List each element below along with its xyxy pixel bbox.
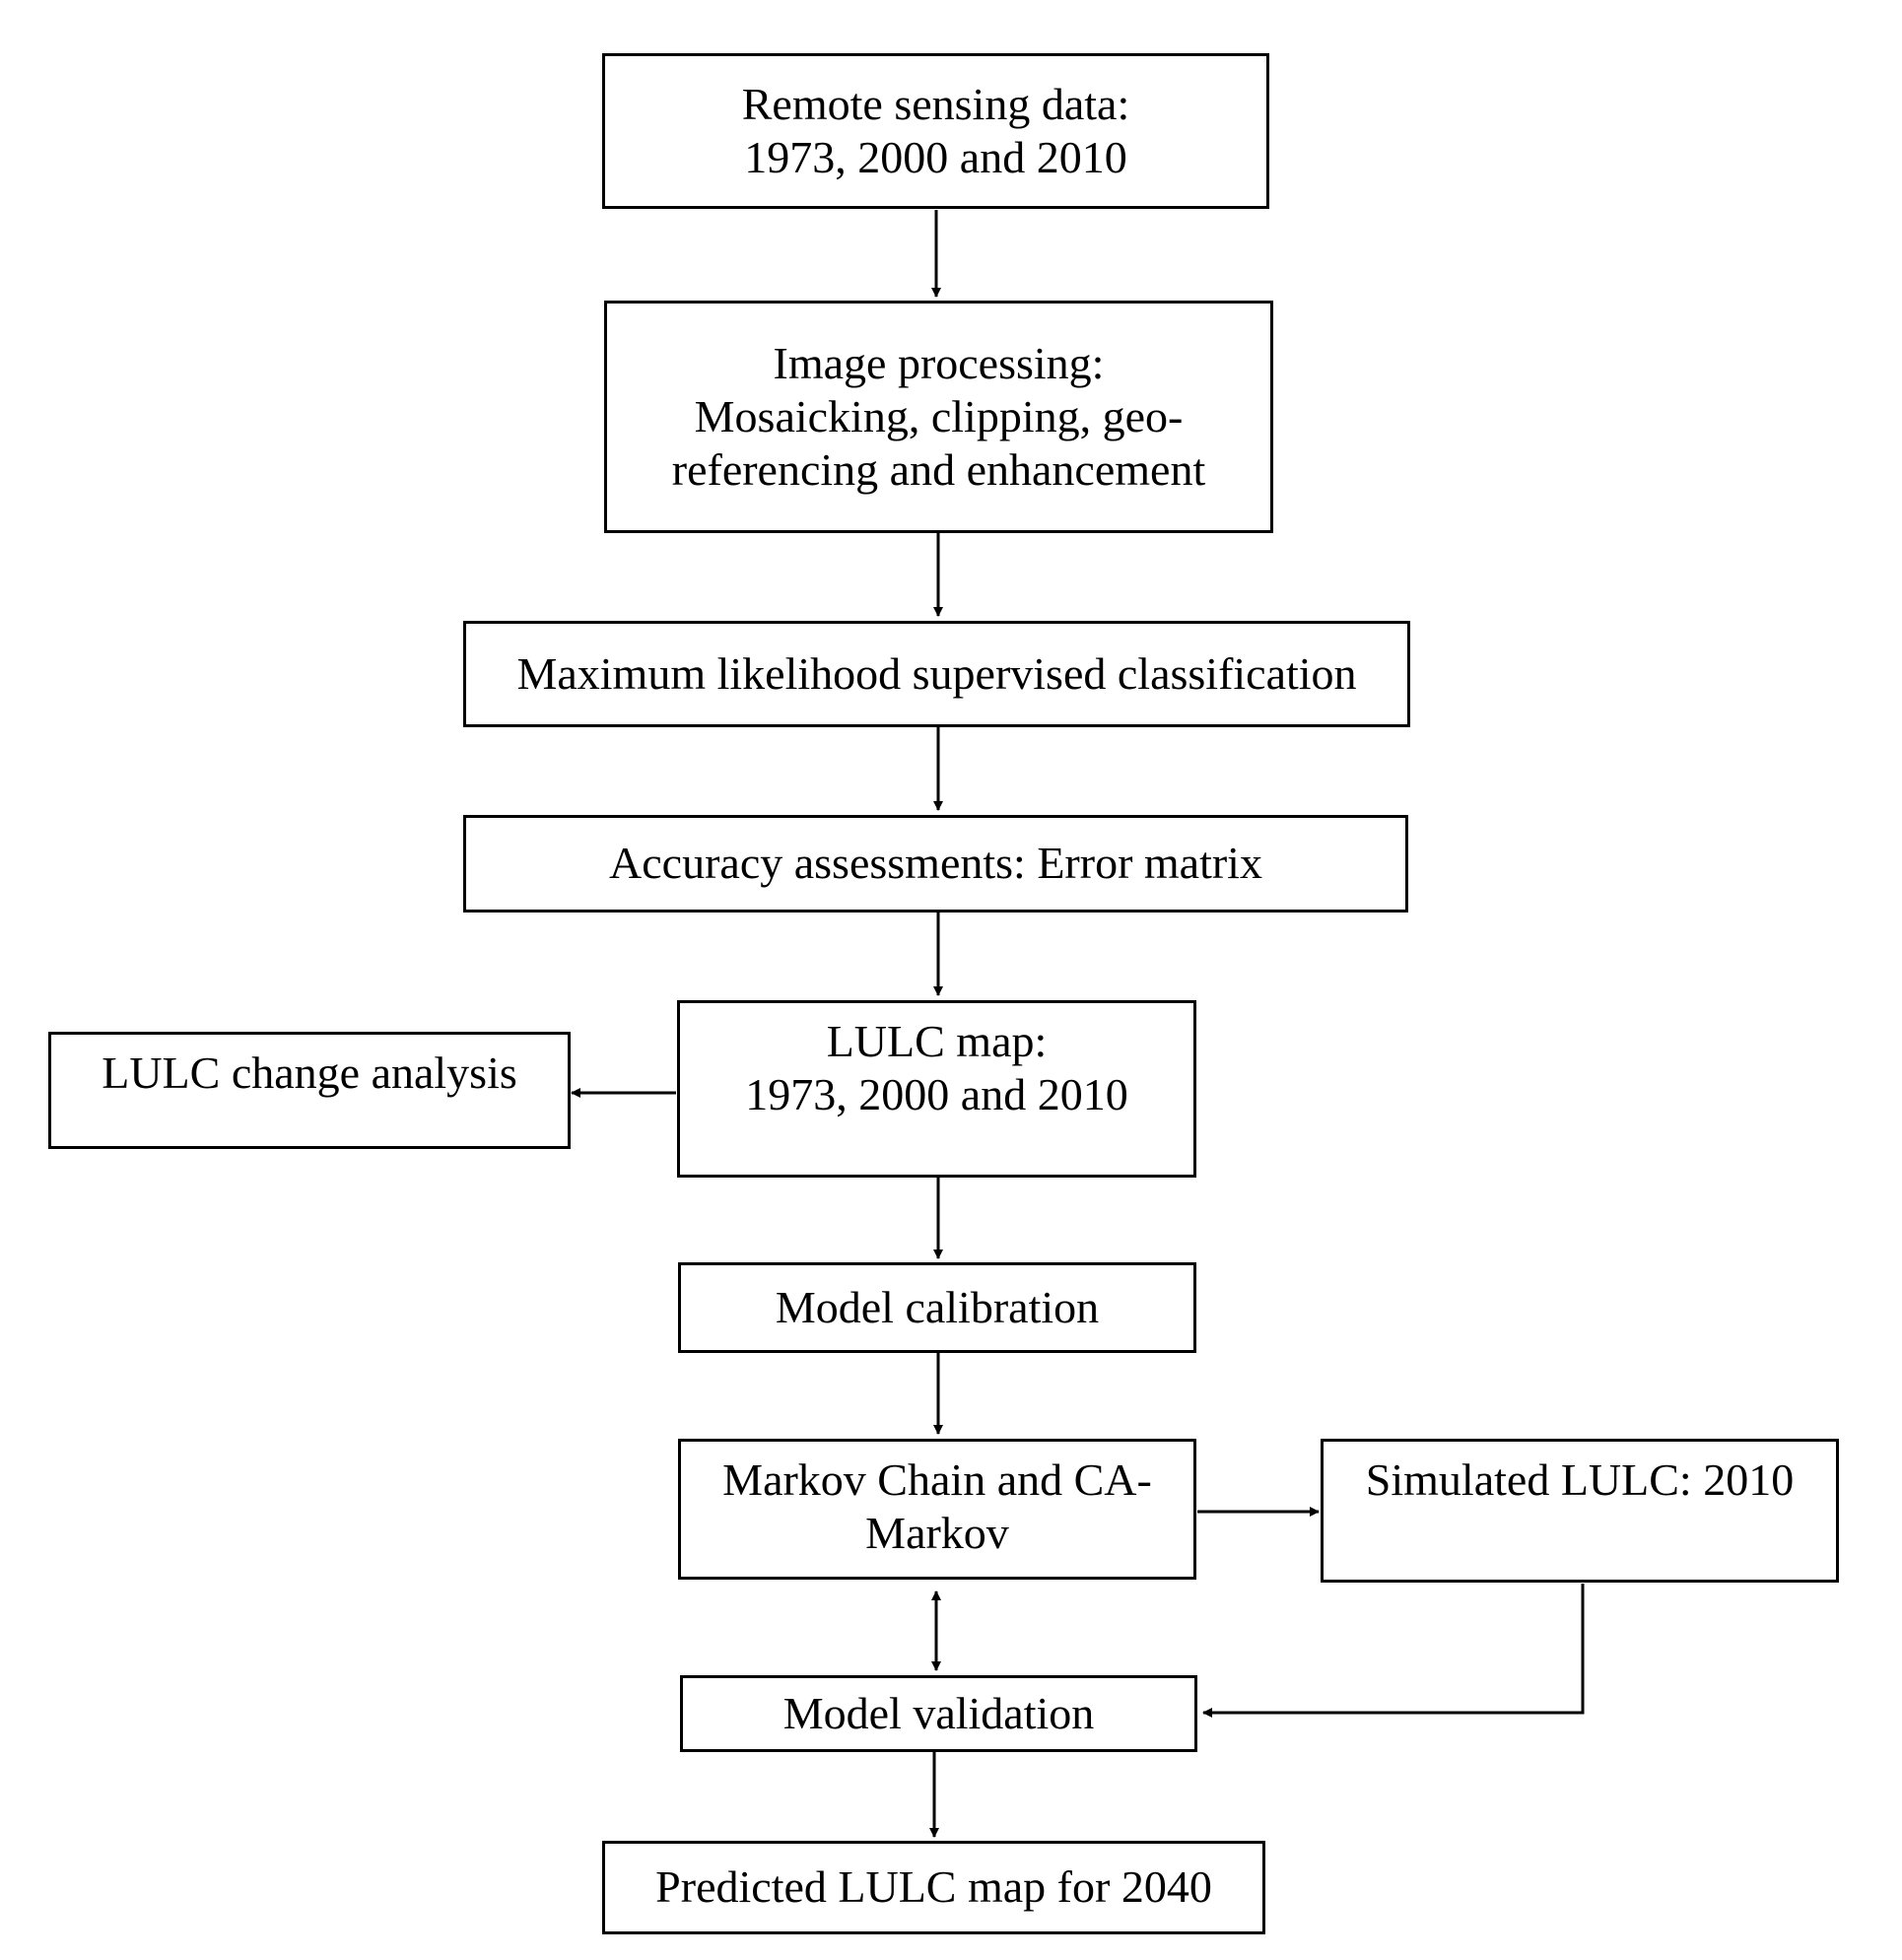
- markov-chain-ca-markov-box: Markov Chain and CA- Markov: [678, 1439, 1196, 1580]
- model-validation-box: Model validation: [680, 1675, 1197, 1752]
- node-text-line: Markov: [865, 1508, 1009, 1559]
- predicted-lulc-map-box: Predicted LULC map for 2040: [602, 1841, 1265, 1934]
- node-text-line: LULC change analysis: [102, 1048, 517, 1098]
- remote-sensing-data-box: Remote sensing data: 1973, 2000 and 2010: [602, 53, 1269, 209]
- node-text-line: 1973, 2000 and 2010: [744, 132, 1127, 182]
- node-text-line: Predicted LULC map for 2040: [655, 1861, 1212, 1913]
- node-text-line: Accuracy assessments: Error matrix: [609, 838, 1262, 889]
- node-text-line: Simulated LULC: 2010: [1365, 1454, 1795, 1505]
- node-text-line: Image processing:: [773, 337, 1105, 388]
- node-text-line: Model validation: [782, 1687, 1095, 1738]
- node-text-line: referencing and enhancement: [671, 444, 1206, 496]
- node-text-line: Mosaicking, clipping, geo-: [694, 390, 1184, 441]
- node-text-line: Remote sensing data:: [741, 78, 1130, 129]
- node-text-line: 1973, 2000 and 2010: [745, 1069, 1128, 1120]
- node-text-line: LULC map:: [826, 1016, 1048, 1066]
- supervised-classification-box: Maximum likelihood supervised classifica…: [463, 621, 1410, 727]
- simulated-lulc-box: Simulated LULC: 2010: [1321, 1439, 1839, 1583]
- lulc-change-analysis-box: LULC change analysis: [48, 1032, 571, 1149]
- model-calibration-box: Model calibration: [678, 1262, 1196, 1353]
- image-processing-box: Image processing: Mosaicking, clipping, …: [604, 301, 1273, 533]
- node-text-line: Markov Chain and CA-: [722, 1454, 1152, 1505]
- accuracy-assessment-box: Accuracy assessments: Error matrix: [463, 815, 1408, 912]
- arrow-simulated-to-validation: [1202, 1584, 1585, 1718]
- node-text-line: Model calibration: [775, 1281, 1100, 1332]
- lulc-map-box: LULC map: 1973, 2000 and 2010: [677, 1000, 1196, 1178]
- node-text-line: Maximum likelihood supervised classifica…: [516, 647, 1357, 699]
